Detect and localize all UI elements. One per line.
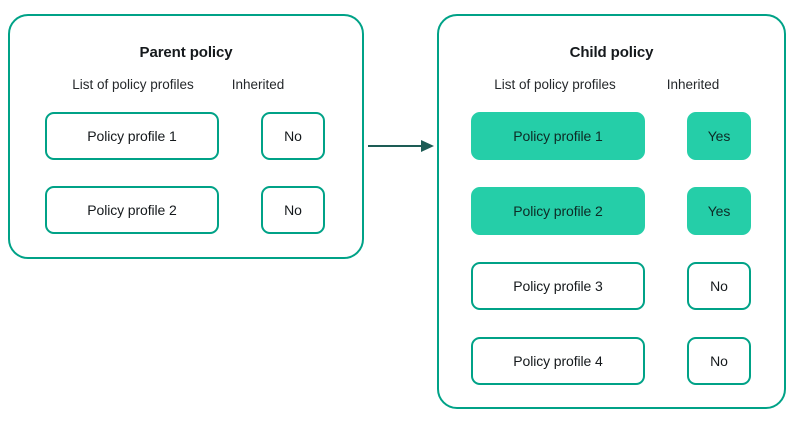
table-row: Policy profile 1 Yes <box>471 112 755 160</box>
parent-inherited-box-2[interactable]: No <box>261 186 325 234</box>
child-inherited-box-1[interactable]: Yes <box>687 112 751 160</box>
child-inherited-box-2[interactable]: Yes <box>687 187 751 235</box>
table-row: Policy profile 2 Yes <box>471 187 755 235</box>
child-inherited-box-4[interactable]: No <box>687 337 751 385</box>
parent-inherited-box-1[interactable]: No <box>261 112 325 160</box>
arrow-right-icon <box>368 140 434 152</box>
child-policy-profile-box-2[interactable]: Policy profile 2 <box>471 187 645 235</box>
parent-policy-profile-box-2[interactable]: Policy profile 2 <box>45 186 219 234</box>
parent-policy-panel: Parent policy List of policy profiles In… <box>8 14 364 259</box>
child-inherited-box-3[interactable]: No <box>687 262 751 310</box>
child-column-header-list-of-policy-profiles: List of policy profiles <box>494 77 616 92</box>
child-policy-panel: Child policy List of policy profiles Inh… <box>437 14 786 409</box>
inheritance-arrow <box>368 134 434 158</box>
parent-policy-profile-box-1[interactable]: Policy profile 1 <box>45 112 219 160</box>
child-policy-profile-box-1[interactable]: Policy profile 1 <box>471 112 645 160</box>
child-policy-profile-box-3[interactable]: Policy profile 3 <box>471 262 645 310</box>
table-row: Policy profile 1 No <box>45 112 329 160</box>
child-policy-profile-box-4[interactable]: Policy profile 4 <box>471 337 645 385</box>
parent-column-header-inherited: Inherited <box>231 77 285 92</box>
child-column-header-inherited: Inherited <box>666 77 720 92</box>
child-policy-title: Child policy <box>569 44 654 61</box>
parent-column-header-list-of-policy-profiles: List of policy profiles <box>72 77 194 92</box>
parent-policy-title: Parent policy <box>139 44 233 61</box>
table-row: Policy profile 3 No <box>471 262 755 310</box>
table-row: Policy profile 4 No <box>471 337 755 385</box>
table-row: Policy profile 2 No <box>45 186 329 234</box>
